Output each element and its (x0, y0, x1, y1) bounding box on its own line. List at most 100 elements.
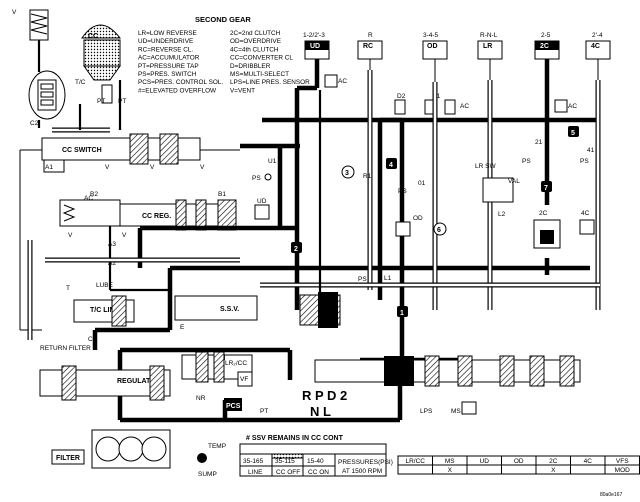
lower-left: T LUBE T/C LIMIT C1 RETURN FILTER REGULA… (39, 282, 226, 478)
marker-4: 4 (386, 158, 397, 169)
vent-label-5: V (122, 232, 127, 239)
return-filter-label: RETURN FILTER (40, 345, 91, 352)
pcs-solenoid (224, 398, 242, 411)
od-solenoid-label: OD (413, 215, 423, 222)
legend-right-item: 4C=4th CLUTCH (230, 46, 279, 53)
svg-text:2: 2 (294, 246, 298, 253)
legend-left-item: #=ELEVATED OVERFLOW (138, 87, 217, 94)
svg-text:3: 3 (345, 170, 349, 177)
legend-left-item: RC=REVERSE CL. (138, 46, 193, 53)
a2-label: A2 (108, 260, 116, 267)
d2-label: D2 (397, 93, 406, 100)
ms-label: MS (451, 408, 461, 415)
ac-label-left: AC (84, 195, 93, 202)
center-valves: S.S.V. E M NR LR₂/CC VF PCS PT R P D 2 N… (174, 292, 347, 419)
lr-cc-label: LR₂/CC (225, 360, 247, 367)
svg-text:7: 7 (544, 185, 548, 192)
mid-components: U1 PS UD R1 01 PS OD LR SW VAL L2 21 PS … (252, 139, 595, 283)
tc-limit-label: T/C LIMIT (90, 307, 122, 314)
solenoid-header: 2C (549, 458, 558, 465)
group-label-6: 2'-4 (592, 32, 603, 39)
group-label-4: R-N-L (480, 32, 498, 39)
solenoid-header: OD (514, 458, 524, 465)
legend-right-item: LPS=LINE PRES. SENSOR (230, 79, 310, 86)
svg-text:6: 6 (437, 227, 441, 234)
cc-label: CC (88, 33, 98, 40)
t-label: T (66, 285, 70, 292)
solenoid-header: UD (480, 458, 490, 465)
pressure-caption-2: AT 1500 RPM (342, 468, 382, 475)
range-cc-on: 15-40 (307, 458, 324, 465)
legend-right-item: V=VENT (230, 87, 255, 94)
4c-clutch-label: 4C (591, 43, 600, 50)
val-label: VAL (508, 178, 520, 185)
solenoid-header: MS (445, 458, 455, 465)
converter-section: V CC T/C PT PT C2 CC SWITCH A1 V V V (12, 9, 237, 267)
ssv-valve (174, 295, 258, 321)
solenoid-header: 4C (584, 458, 593, 465)
accumulators-top: AC AC AC D2 D1 (324, 74, 577, 115)
ac-block-1 (324, 74, 338, 88)
r1-label: R1 (363, 173, 372, 180)
2c-clutch-label: 2C (540, 43, 549, 50)
ps-label-2: PS (398, 188, 407, 195)
marker-5: 5 (568, 126, 579, 137)
marker-6: 6 (433, 222, 447, 236)
vent-label-1: V (105, 164, 110, 171)
ac-label-2: AC (460, 103, 469, 110)
od-clutch-label: OD (427, 43, 438, 50)
2c-solenoid-label: 2C (539, 210, 548, 217)
circled-markers: 1 2 3 4 5 6 7 (291, 126, 579, 317)
gear-selector-row1: R P D 2 (302, 388, 347, 403)
temp-label: TEMP (208, 443, 226, 450)
ac-label-3: AC (568, 103, 577, 110)
legend-right-item: CC=CONVERTER CL (230, 55, 293, 62)
vent-label-2: V (150, 164, 155, 171)
cc-dome (81, 24, 122, 39)
marker-3: 3 (341, 165, 355, 179)
svg-text:1: 1 (400, 310, 404, 317)
legend-right-item: MS=MULTI-SELECT (230, 71, 289, 78)
legend-right-item: OD=OVERDRIVE (230, 38, 281, 45)
pressure-caption-1: PRESSURES(PSI) (338, 459, 393, 466)
range-line: 35-165 (243, 458, 264, 465)
n41-label: 41 (587, 147, 595, 154)
c1-label: C1 (88, 336, 97, 343)
vent-label-4: V (68, 232, 73, 239)
sump-label: SUMP (198, 471, 217, 478)
solenoid-value: X (448, 467, 453, 474)
a1-label: A1 (45, 164, 53, 171)
svg-text:4: 4 (389, 162, 393, 169)
legend-left-item: PCS=PRES. CONTROL SOL. (138, 79, 223, 86)
bottom-info: # SSV REMAINS IN CC CONT 35-165 35-115 1… (239, 435, 640, 498)
marker-1: 1 (397, 306, 408, 317)
lube-label: LUBE (96, 282, 114, 289)
lps-label: LPS (420, 408, 433, 415)
vf-label: VF (240, 376, 248, 383)
legend: SECOND GEAR LR=LOW REVERSEUD=UNDERDRIVER… (138, 15, 310, 94)
svg-text:5: 5 (571, 130, 575, 137)
solenoid-header: LR/CC (405, 458, 425, 465)
pt-label-1: PT (97, 98, 105, 105)
gear-selector-row2: N L (310, 404, 331, 419)
ps-label-1: PS (252, 175, 261, 182)
e-label: E (180, 324, 185, 331)
ssv-note: # SSV REMAINS IN CC CONT (246, 435, 344, 442)
group-label-3: 3-4-5 (423, 32, 439, 39)
a3-label: A3 (108, 241, 116, 248)
cc-reg-label: CC REG. (142, 213, 171, 220)
marker-2: 2 (291, 242, 302, 253)
ps-label-5: PS (358, 276, 367, 283)
accumulator-left (59, 199, 121, 227)
ssv-label: S.S.V. (220, 306, 239, 313)
legend-left-item: UD=UNDERDRIVE (138, 38, 193, 45)
solenoid-value: MOD (615, 467, 630, 474)
b2-label: B2 (90, 191, 98, 198)
legend-left-item: PT=PRESSURE TAP (138, 63, 199, 70)
range-cc-off: 35-115 (275, 458, 295, 465)
pt-label-3: PT (260, 408, 268, 415)
ps-label-4: PS (580, 158, 589, 165)
